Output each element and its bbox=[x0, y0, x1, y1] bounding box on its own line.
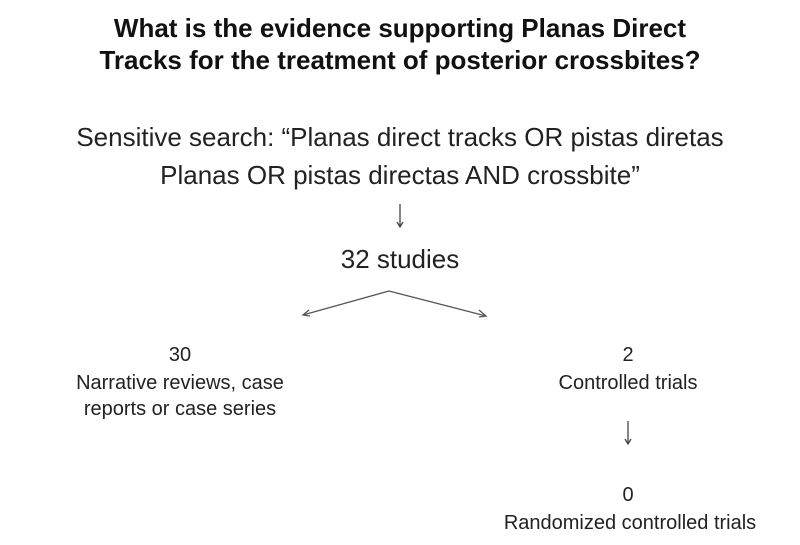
diagram-title: What is the evidence supporting Planas D… bbox=[0, 12, 800, 76]
title-line-2: Tracks for the treatment of posterior cr… bbox=[99, 45, 701, 75]
search-line-1: Sensitive search: “Planas direct tracks … bbox=[76, 122, 724, 152]
down-arrow-2 bbox=[624, 421, 632, 446]
down-arrow-1 bbox=[396, 204, 404, 229]
bottom-description: Randomized controlled trials bbox=[503, 512, 757, 534]
left-description: Narrative reviews, case reports or case … bbox=[20, 370, 340, 422]
right-count: 2 bbox=[622, 344, 634, 366]
title-line-1: What is the evidence supporting Planas D… bbox=[113, 13, 687, 43]
bottom-count: 0 bbox=[622, 484, 634, 506]
studies-count: 32 studies bbox=[340, 244, 460, 274]
right-description: Controlled trials bbox=[558, 372, 698, 394]
search-line-2: Planas OR pistas directas AND crossbite” bbox=[160, 160, 640, 190]
left-desc-line-2: reports or case series bbox=[83, 398, 277, 420]
split-arrows bbox=[301, 290, 488, 318]
search-query: Sensitive search: “Planas direct tracks … bbox=[0, 118, 800, 194]
left-desc-line-1: Narrative reviews, case bbox=[76, 372, 284, 394]
left-count: 30 bbox=[168, 344, 192, 366]
